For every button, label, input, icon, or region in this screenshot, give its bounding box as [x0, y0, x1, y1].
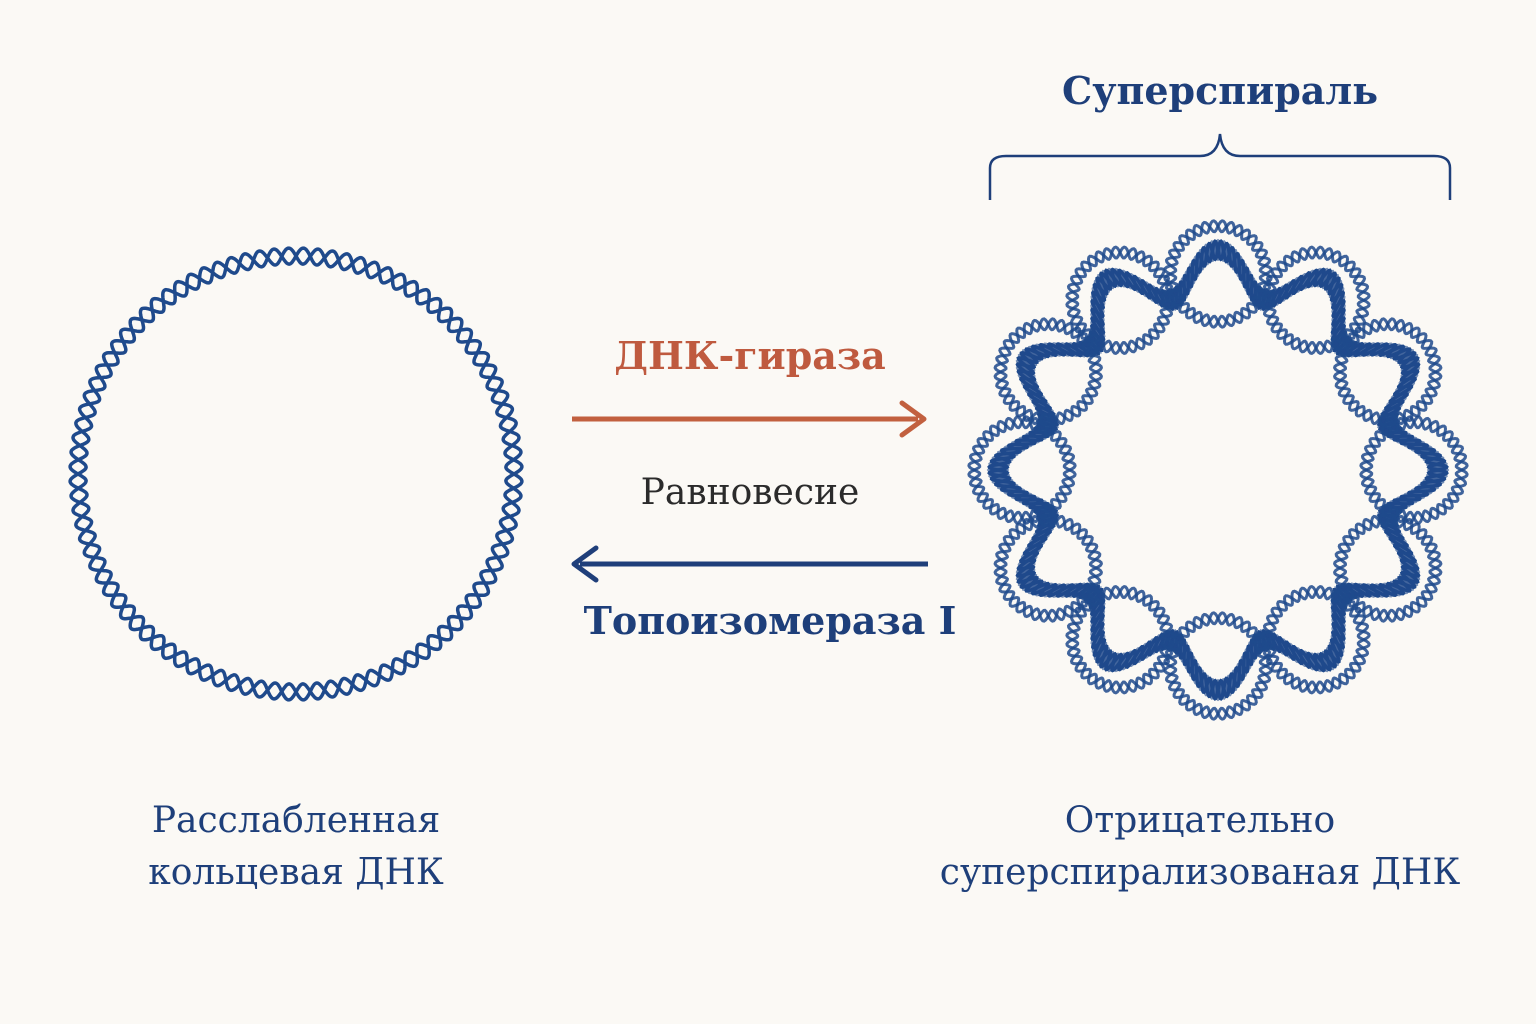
relaxed-circular-dna [68, 246, 524, 702]
supercoil-loop [967, 415, 1077, 525]
dna-gyrase-label: ДНК-гираза [614, 333, 886, 378]
supercoil-strand [987, 239, 1449, 701]
supercoil-loop [1163, 219, 1273, 329]
supercoiled-dna-caption: Отрицательно суперспирализованая ДНК [920, 795, 1480, 899]
supercoil-label: Суперспираль [1061, 68, 1379, 113]
supercoiled-caption-line2: суперспирализованая ДНК [939, 852, 1461, 893]
supercoil-loop [993, 317, 1103, 427]
supercoiled-caption-line1: Отрицательно [1064, 800, 1336, 841]
supercoil-loop [1163, 611, 1273, 721]
gyrase-arrow [572, 400, 927, 438]
dna-strand [68, 246, 524, 702]
topoisomerase-arrow [571, 545, 928, 583]
supercoil-loop [1333, 513, 1443, 623]
supercoil-loop [1065, 585, 1175, 695]
supercoil-loop [1261, 245, 1371, 355]
relaxed-dna-caption: Расслабленная кольцевая ДНК [46, 795, 546, 899]
supercoiled-dna [967, 219, 1469, 721]
supercoil-strand [986, 238, 1450, 702]
supercoil-loop [1261, 585, 1371, 695]
supercoil-loop [993, 513, 1103, 623]
supercoil-strand [987, 239, 1449, 701]
supercoil-loop [1333, 317, 1443, 427]
relaxed-caption-line2: кольцевая ДНК [148, 852, 444, 893]
supercoil-loop [1065, 245, 1175, 355]
dna-strand [68, 246, 524, 702]
relaxed-caption-line1: Расслабленная [151, 800, 441, 841]
supercoil-loop [1359, 415, 1469, 525]
supercoil-strand [988, 240, 1448, 700]
topoisomerase-label: Топоизомераза I [583, 598, 957, 643]
equilibrium-label: Равновесие [640, 472, 860, 513]
supercoil-brace [988, 133, 1452, 200]
